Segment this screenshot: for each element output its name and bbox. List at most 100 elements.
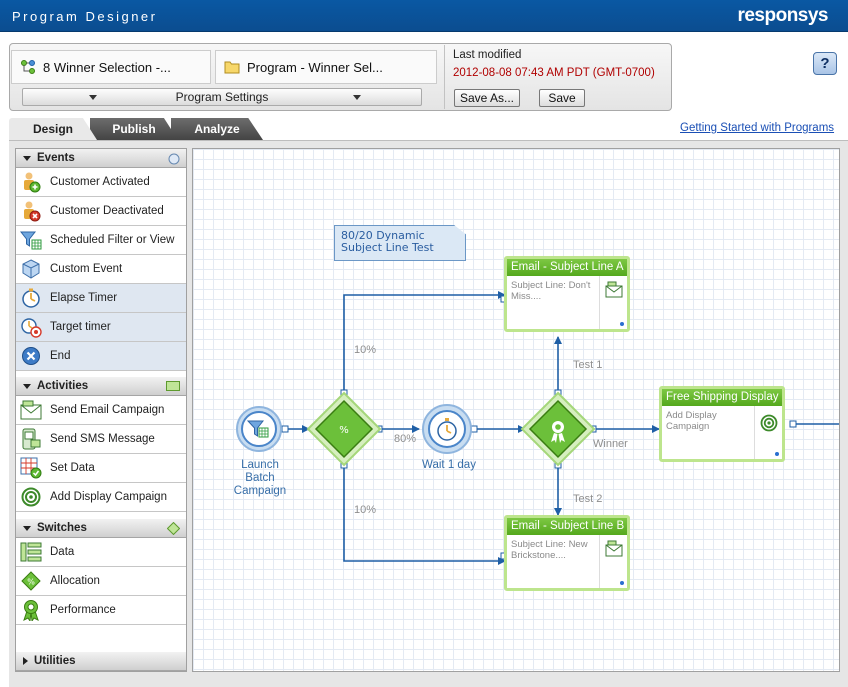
palette-item-add-display[interactable]: Add Display Campaign xyxy=(16,483,186,512)
palette-item-allocation[interactable]: % Allocation xyxy=(16,567,186,596)
svg-text:%: % xyxy=(339,425,349,436)
card-body: Add Display Campaign xyxy=(666,410,717,432)
palette-item-scheduled-filter[interactable]: Scheduled Filter or View xyxy=(16,226,186,255)
title-bar: Program Designer responsys xyxy=(0,0,848,32)
data-switch-icon xyxy=(20,541,42,563)
events-section-title: Events xyxy=(37,152,75,164)
palette-item-send-sms[interactable]: Send SMS Message xyxy=(16,425,186,454)
palette-item-custom-event[interactable]: Custom Event xyxy=(16,255,186,284)
wait-timer-node-icon xyxy=(422,404,472,454)
end-x-icon xyxy=(20,345,42,367)
collapse-arrow-icon xyxy=(23,383,31,389)
last-modified-box: Last modified 2012-08-08 07:43 AM PDT (G… xyxy=(444,45,671,109)
card-title: Free Shipping Display xyxy=(662,389,782,406)
collapse-arrow-icon xyxy=(23,155,31,161)
card-body: Subject Line: New Brickstone.... xyxy=(511,539,588,561)
palette-panel: Events Customer Activated Customer Deact… xyxy=(15,148,187,672)
palette-item-label: Customer Deactivated xyxy=(50,205,164,217)
save-button[interactable]: Save xyxy=(539,89,585,107)
switches-section-header[interactable]: Switches xyxy=(16,519,186,538)
chevron-down-icon xyxy=(353,95,361,100)
palette-item-label: Data xyxy=(50,546,75,558)
brand-logo: responsys xyxy=(737,5,828,26)
activities-badge-icon xyxy=(166,381,180,394)
card-title: Email - Subject Line A xyxy=(507,259,627,276)
utilities-section-header[interactable]: Utilities xyxy=(16,652,186,671)
palette-item-send-email[interactable]: Send Email Campaign xyxy=(16,396,186,425)
palette-item-label: Elapse Timer xyxy=(50,292,118,304)
palette-item-target-timer[interactable]: Target timer xyxy=(16,313,186,342)
free-shipping-display-card[interactable]: Free Shipping Display Add Display Campai… xyxy=(659,386,785,462)
palette-item-elapse-timer[interactable]: Elapse Timer xyxy=(16,284,186,313)
palette-item-label: Custom Event xyxy=(50,263,123,275)
filter-funnel-icon xyxy=(20,229,42,251)
program-settings-label: Program Settings xyxy=(175,90,269,104)
card-body: Subject Line: Don't Miss.... xyxy=(511,280,591,302)
events-section-header[interactable]: Events xyxy=(16,149,186,168)
email-campaign-icon xyxy=(599,535,627,588)
palette-item-label: Performance xyxy=(50,604,116,616)
tab-publish[interactable]: Publish xyxy=(90,118,178,140)
canvas-note[interactable]: 80/20 Dynamic Subject Line Test xyxy=(334,225,466,261)
stopwatch-icon xyxy=(20,287,42,309)
switches-section-title: Switches xyxy=(37,522,87,534)
cube-icon xyxy=(20,258,42,280)
branch-label-test2: Test 2 xyxy=(573,493,603,505)
status-dot xyxy=(620,322,624,326)
set-data-icon xyxy=(20,457,42,479)
status-dot xyxy=(620,581,624,585)
allocation-icon: % xyxy=(20,570,42,592)
breadcrumb-folder-label: Program - Winner Sel... xyxy=(247,59,383,75)
launch-node-label[interactable]: Launch Batch Campaign xyxy=(233,459,287,497)
breadcrumb-program[interactable]: 8 Winner Selection -... xyxy=(11,50,211,84)
allocation-percent-middle: 80% xyxy=(394,433,417,445)
program-settings-bar[interactable]: Program Settings xyxy=(22,88,422,106)
expand-arrow-icon xyxy=(23,657,28,665)
palette-item-label: Allocation xyxy=(50,575,100,587)
last-modified-value: 2012-08-08 07:43 AM PDT (GMT-0700) xyxy=(453,67,655,79)
launch-node-icon xyxy=(236,406,282,452)
tab-analyze[interactable]: Analyze xyxy=(171,118,263,140)
svg-text:%: % xyxy=(27,578,35,587)
email-b-card[interactable]: Email - Subject Line B Subject Line: New… xyxy=(504,515,630,591)
card-title: Email - Subject Line B xyxy=(507,518,627,535)
activities-section-header[interactable]: Activities xyxy=(16,377,186,396)
customer-activated-icon xyxy=(20,171,42,193)
palette-item-set-data[interactable]: Set Data xyxy=(16,454,186,483)
display-target-icon xyxy=(20,486,42,508)
events-badge-icon xyxy=(168,153,180,168)
connector-lines: % xyxy=(236,291,839,565)
performance-award-icon xyxy=(20,599,42,621)
help-button[interactable]: ? xyxy=(813,52,837,75)
allocation-percent-top: 10% xyxy=(354,344,377,356)
folder-icon xyxy=(224,60,240,74)
save-as-button[interactable]: Save As... xyxy=(454,89,520,107)
getting-started-link[interactable]: Getting Started with Programs xyxy=(680,122,835,134)
tab-design[interactable]: Design xyxy=(9,118,97,140)
email-a-card[interactable]: Email - Subject Line A Subject Line: Don… xyxy=(504,256,630,332)
program-canvas[interactable]: % 80/20 Dynamic Subject Line Test 10% 80… xyxy=(192,148,840,672)
email-campaign-icon xyxy=(20,399,42,421)
breadcrumb-folder[interactable]: Program - Winner Sel... xyxy=(215,50,437,84)
palette-item-end[interactable]: End xyxy=(16,342,186,371)
palette-item-label: Target timer xyxy=(50,321,111,333)
program-flow-icon xyxy=(20,59,36,75)
collapse-arrow-icon xyxy=(23,525,31,531)
palette-item-data[interactable]: Data xyxy=(16,538,186,567)
allocation-percent-bottom: 10% xyxy=(354,504,377,516)
performance-node-icon xyxy=(520,391,596,467)
app-title: Program Designer xyxy=(12,9,158,24)
palette-item-performance[interactable]: Performance xyxy=(16,596,186,625)
allocation-node-icon: % xyxy=(306,391,382,467)
palette-item-label: Add Display Campaign xyxy=(50,491,167,503)
last-modified-label: Last modified xyxy=(453,49,522,61)
branch-label-test1: Test 1 xyxy=(573,359,603,371)
program-info-panel: 8 Winner Selection -... Program - Winner… xyxy=(9,43,672,111)
status-dot xyxy=(775,452,779,456)
palette-item-label: End xyxy=(50,350,71,362)
palette-item-customer-deactivated[interactable]: Customer Deactivated xyxy=(16,197,186,226)
wait-node-label[interactable]: Wait 1 day xyxy=(422,459,476,471)
customer-deactivated-icon xyxy=(20,200,42,222)
palette-item-label: Set Data xyxy=(50,462,95,474)
palette-item-customer-activated[interactable]: Customer Activated xyxy=(16,168,186,197)
